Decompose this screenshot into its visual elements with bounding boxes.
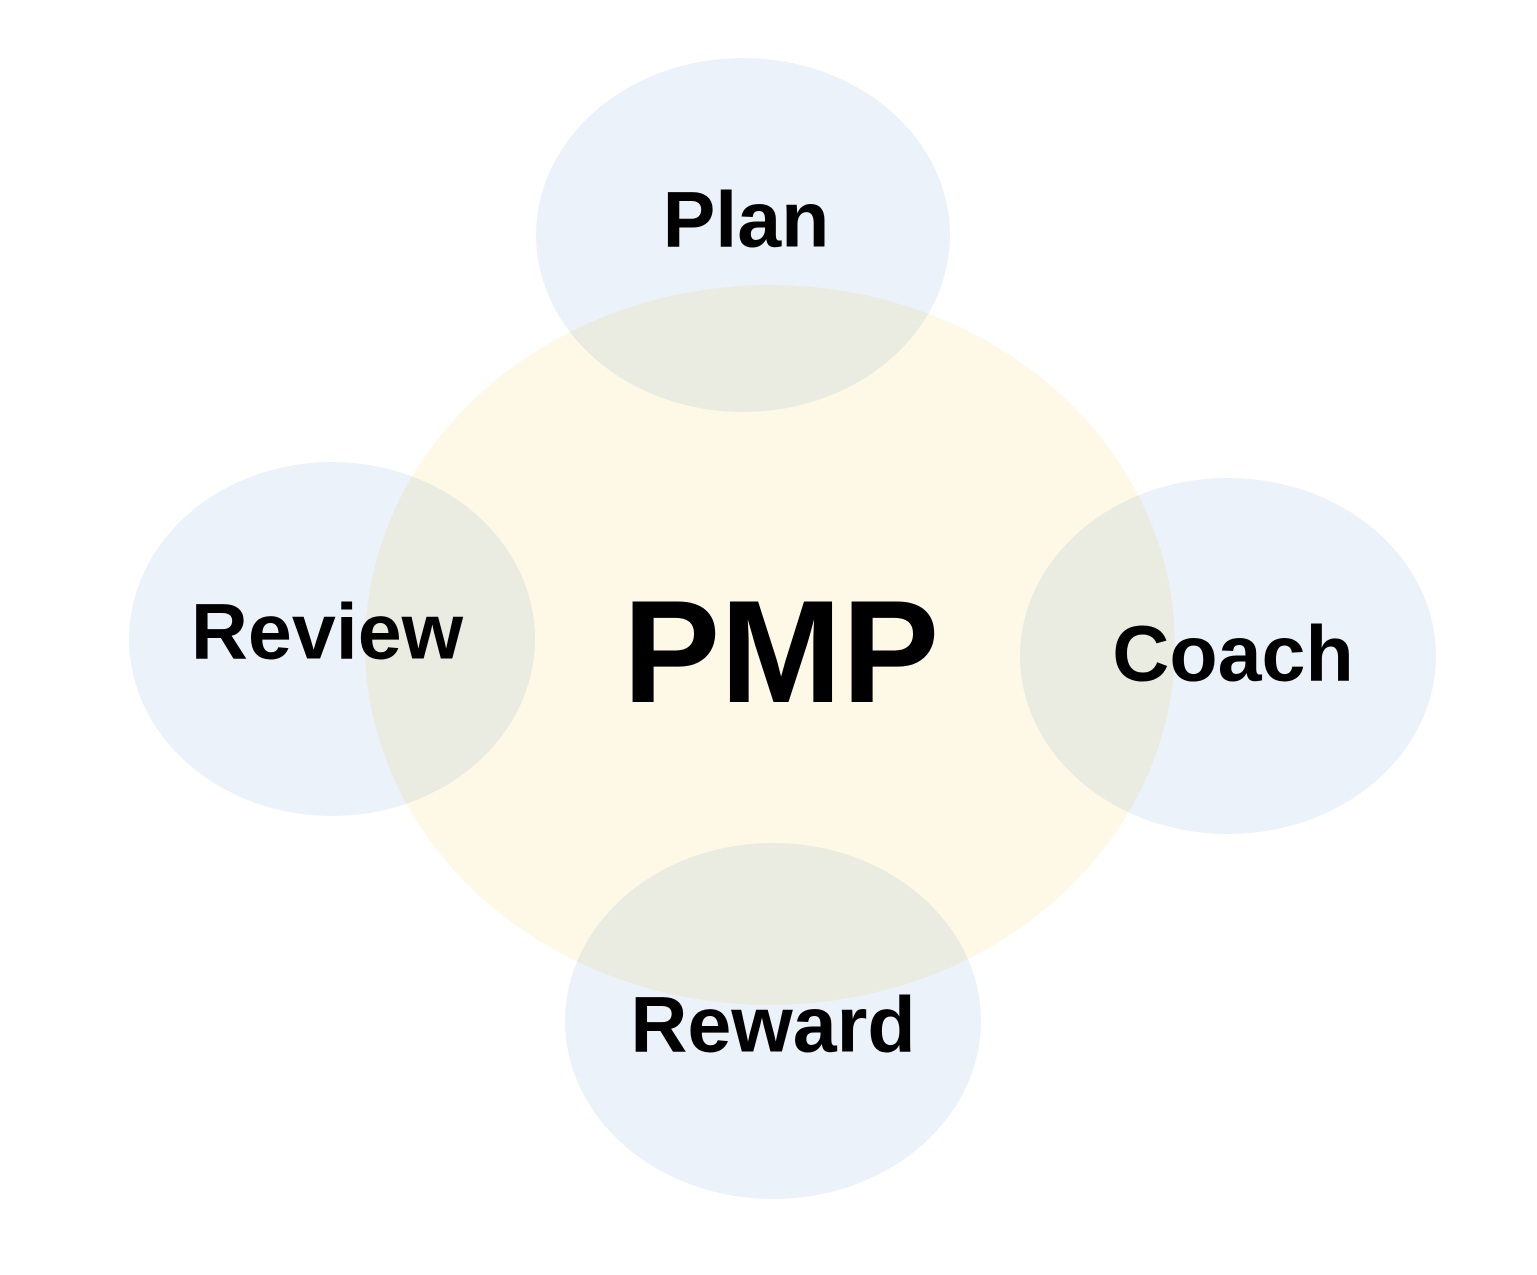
reward-label: Reward [630,979,916,1069]
review-label: Review [190,586,464,676]
reward-circle [565,843,981,1199]
coach-label: Coach [1112,608,1354,698]
pmp-label: PMP [622,570,940,733]
review-circle [129,462,535,816]
coach-circle [1020,478,1436,834]
plan-label: Plan [662,174,830,264]
plan-circle [536,58,950,412]
